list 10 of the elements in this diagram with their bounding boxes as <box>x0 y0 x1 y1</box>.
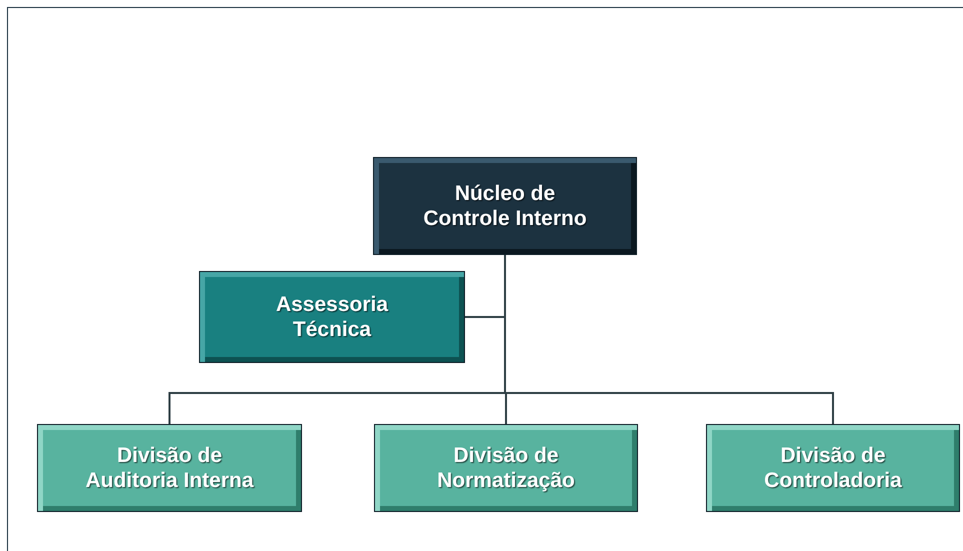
unit-name: Divisão de Controladoria <box>763 443 903 493</box>
org-unit-box <box>706 424 960 512</box>
unit-name: Assessoria Técnica <box>274 292 390 342</box>
unit-name: Divisão de Auditoria Interna <box>84 443 255 493</box>
org-unit-box <box>374 424 638 512</box>
org-unit-box <box>37 424 302 512</box>
org-unit-box <box>373 157 637 255</box>
org-unit-box <box>199 271 465 363</box>
unit-name: Núcleo de Controle Interno <box>422 181 588 231</box>
unit-name: Divisão de Normatização <box>436 443 576 493</box>
